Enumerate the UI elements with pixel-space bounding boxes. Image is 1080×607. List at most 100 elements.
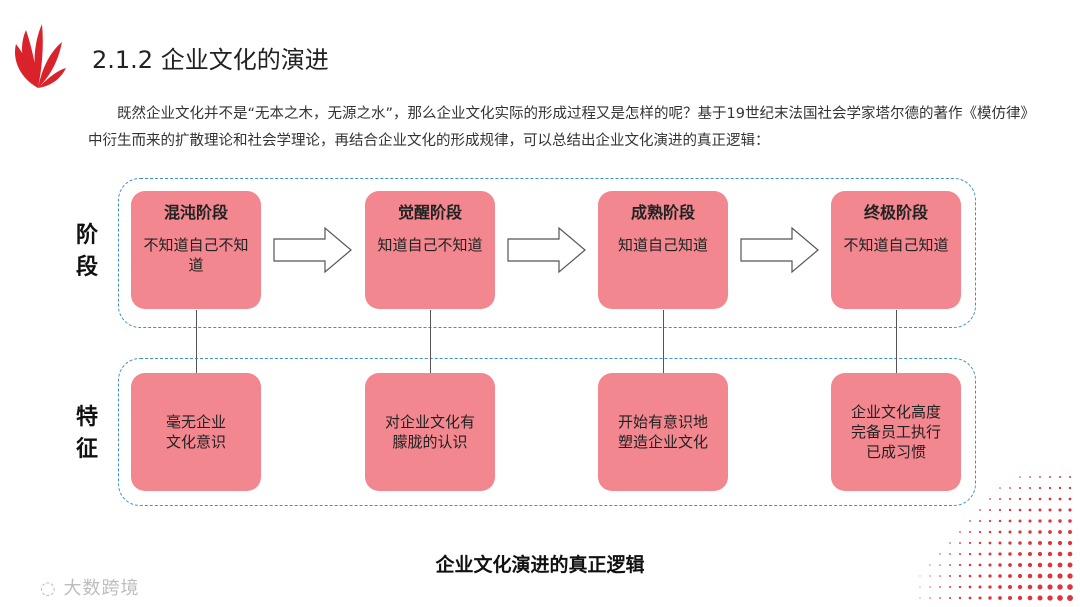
diagram-caption: 企业文化演进的真正逻辑: [435, 554, 645, 576]
decorative-dot: [1039, 476, 1041, 478]
decorative-dot: [1058, 475, 1062, 479]
decorative-dot: [979, 520, 981, 522]
feature-text: 对企业文化有朦胧的认识: [384, 413, 475, 451]
decorative-dot: [1067, 562, 1073, 568]
decorative-dot: [968, 596, 972, 600]
decorative-dot: [1028, 497, 1032, 501]
decorative-dot: [958, 563, 962, 567]
decorative-dot: [1038, 541, 1042, 545]
decorative-dot: [1047, 584, 1053, 590]
decorative-dot: [1017, 584, 1023, 590]
decorative-dot: [1058, 486, 1062, 490]
decorative-dot: [998, 574, 1002, 578]
decorative-dot: [1008, 497, 1012, 501]
feature-card: 毫无企业文化意识: [131, 373, 261, 491]
decorative-dot: [1028, 541, 1032, 545]
decorative-dot: [958, 585, 962, 589]
decorative-dot: [1047, 540, 1053, 546]
decorative-dot: [1038, 497, 1042, 501]
decorative-dot: [968, 552, 972, 556]
decorative-dot: [1067, 540, 1073, 546]
feature-row-label: 特征: [75, 405, 98, 462]
decorative-dot: [1008, 563, 1012, 567]
decorative-dot: [1019, 476, 1021, 478]
decorative-dot: [998, 596, 1002, 600]
decorative-dot: [1018, 530, 1022, 534]
stage-description: 知道自己知道: [617, 236, 708, 254]
feature-row-container: [118, 358, 976, 506]
decorative-dot: [968, 563, 972, 567]
connector-line: [430, 310, 431, 373]
decorative-dot: [939, 553, 941, 555]
decorative-dot: [978, 552, 982, 556]
stage-row-label: 阶段: [75, 223, 98, 280]
decorative-dot: [1058, 519, 1062, 523]
decorative-dot: [1007, 595, 1013, 601]
decorative-dot: [1028, 530, 1032, 534]
stage-card: 成熟阶段 知道自己知道: [598, 191, 728, 309]
decorative-dot: [929, 575, 931, 577]
decorative-dot: [1058, 530, 1062, 534]
stage-description: 知道自己不知道: [377, 236, 483, 254]
decorative-dot: [1008, 508, 1012, 512]
decorative-dot: [1027, 562, 1033, 568]
stage-description: 不知道自己知道: [843, 236, 949, 254]
decorative-dot: [969, 520, 971, 522]
decorative-dot: [1027, 595, 1033, 601]
decorative-dot: [978, 541, 982, 545]
decorative-dot: [1048, 519, 1052, 523]
decorative-dot: [1049, 476, 1051, 478]
decorative-dot: [1047, 551, 1053, 557]
stage-description: 不知道自己不知道: [143, 236, 249, 274]
stage-title: 混沌阶段: [163, 203, 228, 222]
decorative-dot: [919, 586, 921, 588]
decorative-dot: [949, 575, 951, 577]
decorative-dot: [1038, 519, 1042, 523]
decorative-dot: [919, 597, 921, 599]
watermark-text: 大数跨境: [63, 578, 140, 599]
decorative-dot: [1037, 562, 1043, 568]
feature-text: 毫无企业文化意识: [165, 413, 226, 451]
decorative-dot: [1018, 497, 1022, 501]
decorative-dot: [1057, 584, 1063, 590]
decorative-dot: [988, 530, 992, 534]
decorative-dot: [968, 585, 972, 589]
decorative-dot: [1008, 552, 1012, 556]
decorative-dot: [999, 498, 1001, 500]
decorative-dot: [1029, 476, 1031, 478]
decorative-dot: [1048, 530, 1052, 534]
decorative-dot: [1027, 573, 1033, 579]
decorative-dot: [998, 563, 1002, 567]
decorative-dot: [958, 596, 962, 600]
feature-text: 开始有意识地塑造企业文化: [617, 413, 708, 451]
decorative-dot: [959, 542, 961, 544]
decorative-dot: [1067, 595, 1073, 601]
decorative-dot: [929, 564, 931, 566]
right-arrow-icon: [507, 226, 586, 274]
decorative-dot: [939, 597, 941, 599]
decorative-dot: [979, 509, 981, 511]
feature-text: 企业文化高度完备员工执行已成习惯: [850, 403, 941, 461]
logo-icon: [14, 24, 66, 88]
decorative-dot: [969, 531, 971, 533]
decorative-dot: [1008, 574, 1012, 578]
decorative-dot: [1038, 486, 1042, 490]
decorative-dot: [988, 585, 992, 589]
decorative-dot: [1047, 573, 1053, 579]
decorative-dot: [1057, 551, 1063, 557]
right-arrow-icon: [273, 226, 352, 274]
decorative-dot: [1068, 519, 1072, 523]
decorative-dot: [999, 487, 1001, 489]
decorative-dot: [1018, 541, 1022, 545]
decorative-dot: [948, 585, 952, 589]
decorative-dot: [988, 552, 992, 556]
decorative-dot: [989, 509, 991, 511]
feature-card: 对企业文化有朦胧的认识: [365, 373, 495, 491]
stage-title: 终极阶段: [863, 203, 928, 222]
decorative-dot: [1018, 519, 1022, 523]
decorative-dot: [1057, 562, 1063, 568]
decorative-dot: [919, 575, 921, 577]
decorative-dot: [978, 596, 982, 600]
connector-line: [196, 310, 197, 373]
decorative-dot: [998, 530, 1002, 534]
